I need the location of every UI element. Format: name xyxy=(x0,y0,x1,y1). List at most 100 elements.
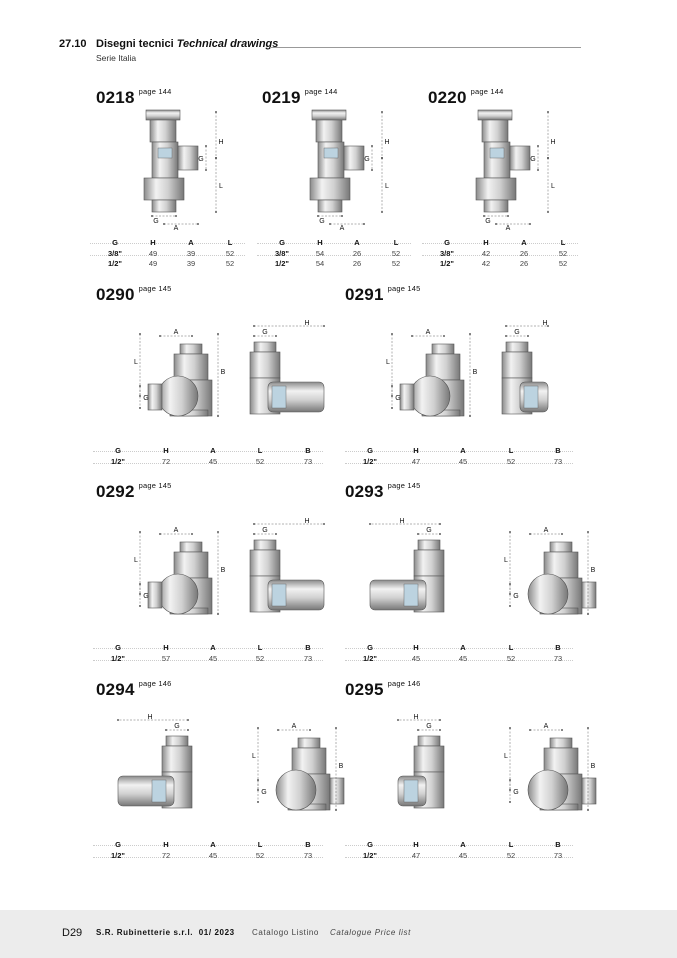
row-divider xyxy=(422,243,578,244)
dim-g-label: G xyxy=(513,593,518,600)
side-nut xyxy=(413,549,445,577)
valve-nut xyxy=(143,177,185,201)
dim-a-label: A xyxy=(340,225,345,232)
page-reference[interactable]: page 145 xyxy=(138,284,172,293)
dim-g-side-label: G xyxy=(364,156,369,163)
table-cell: 42 xyxy=(481,259,491,268)
table-cell: 45 xyxy=(208,654,218,663)
valve-body xyxy=(483,141,511,179)
dim-g-bottom-label: G xyxy=(319,218,324,225)
dim-a-label: A xyxy=(544,527,549,534)
front-nut xyxy=(543,747,579,775)
footer-band xyxy=(0,910,677,958)
page-reference[interactable]: page 145 xyxy=(387,284,421,293)
table-cell: 73 xyxy=(303,654,313,663)
column-header: A xyxy=(460,446,466,455)
front-nut-thread xyxy=(297,737,321,749)
column-header: L xyxy=(508,840,514,849)
column-header: H xyxy=(163,840,169,849)
section-title-it: Disegni tecnici xyxy=(96,38,174,50)
dim-l-label: L xyxy=(551,183,555,190)
dim-g-top-label: G xyxy=(514,329,519,336)
table-cell: 1/2" xyxy=(275,259,289,268)
dim-g-side-label: G xyxy=(198,156,203,163)
table-cell: 73 xyxy=(553,654,563,663)
head-window xyxy=(403,779,419,803)
page-reference[interactable]: page 144 xyxy=(304,87,338,96)
row-divider xyxy=(90,243,245,244)
column-header: L xyxy=(393,238,399,247)
dim-g-top-label: G xyxy=(262,329,267,336)
head-window xyxy=(403,583,419,607)
side-nut-thread xyxy=(505,341,529,353)
table-cell: 3/8" xyxy=(108,249,122,258)
page-reference[interactable]: page 146 xyxy=(138,679,172,688)
row-divider xyxy=(93,857,323,858)
table-cell: 1/2" xyxy=(363,457,377,466)
front-cap xyxy=(527,573,569,615)
table-cell: 3/8" xyxy=(440,249,454,258)
table-cell: 52 xyxy=(255,457,265,466)
table-cell: 52 xyxy=(558,259,568,268)
valve-cap-top xyxy=(311,109,347,121)
dim-l-label: L xyxy=(504,753,508,760)
row-divider xyxy=(93,660,323,661)
valve-cap-top xyxy=(145,109,181,121)
page-reference[interactable]: page 144 xyxy=(138,87,172,96)
table-cell: 52 xyxy=(391,259,401,268)
dim-l-label: L xyxy=(386,359,390,366)
front-nut xyxy=(173,551,209,579)
table-cell: 45 xyxy=(411,654,421,663)
column-header: H xyxy=(150,238,156,247)
column-header: G xyxy=(367,840,373,849)
dim-l-label: L xyxy=(219,183,223,190)
page-reference[interactable]: page 144 xyxy=(470,87,504,96)
dim-b-label: B xyxy=(591,567,596,574)
dim-g-label: G xyxy=(143,395,148,402)
product-code: 0292 xyxy=(96,482,135,501)
table-cell: 52 xyxy=(506,654,516,663)
column-header: L xyxy=(257,840,263,849)
column-header: A xyxy=(188,238,194,247)
dim-a-label: A xyxy=(174,329,179,336)
dim-g-top-label: G xyxy=(262,527,267,534)
column-header: G xyxy=(115,840,121,849)
section-number: 27.10 xyxy=(59,38,87,50)
dim-g-top-label: G xyxy=(426,527,431,534)
outlet-right xyxy=(329,777,345,805)
dim-b-label: B xyxy=(339,763,344,770)
front-cap xyxy=(157,375,199,417)
dim-g-side-label: G xyxy=(530,156,535,163)
dim-a-label: A xyxy=(292,723,297,730)
column-header: B xyxy=(305,840,311,849)
side-nut xyxy=(161,745,193,773)
dim-h-label: H xyxy=(218,139,223,146)
section-subtitle: Serie Italia xyxy=(96,53,137,63)
table-cell: 57 xyxy=(161,654,171,663)
table-cell: 45 xyxy=(208,457,218,466)
column-header: B xyxy=(555,446,561,455)
side-view: GH xyxy=(501,320,549,415)
page-reference[interactable]: page 145 xyxy=(387,481,421,490)
page-reference[interactable]: page 146 xyxy=(387,679,421,688)
column-header: G xyxy=(444,238,450,247)
dim-g-bottom-label: G xyxy=(485,218,490,225)
table-cell: 52 xyxy=(255,851,265,860)
table-cell: 47 xyxy=(411,851,421,860)
table-cell: 73 xyxy=(303,457,313,466)
front-nut-thread xyxy=(179,541,203,553)
row-divider xyxy=(90,255,245,256)
page-reference[interactable]: page 145 xyxy=(138,481,172,490)
dim-g-top-label: G xyxy=(174,723,179,730)
